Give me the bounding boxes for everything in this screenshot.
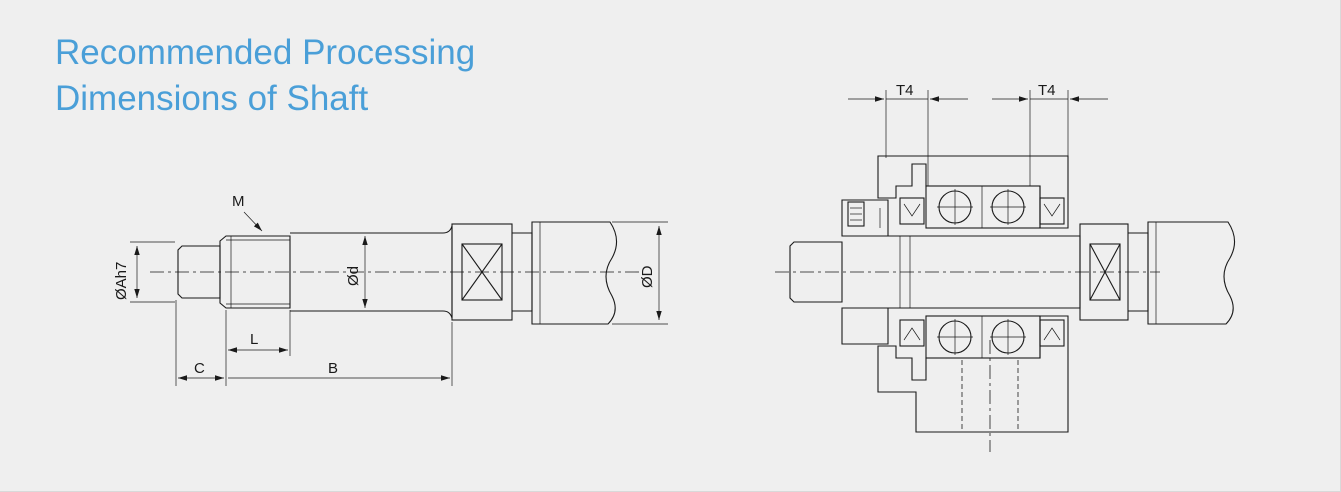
seal: [1039, 197, 1065, 225]
dimension-label-m: M: [232, 193, 245, 210]
shaft-thread-section: [219, 235, 291, 309]
shaft-screw-section: [531, 221, 618, 325]
dimension-label-t4-right: T4: [1038, 82, 1056, 99]
dimension-label-big-d: ØD: [639, 265, 656, 288]
set-screw: [847, 201, 865, 227]
dimension-label-d: Ød: [345, 266, 362, 286]
assembly-screw-section: [1147, 221, 1236, 325]
housing-upper: [877, 155, 1069, 229]
seal: [899, 197, 925, 225]
title-line-2: Dimensions of Shaft: [55, 79, 369, 118]
seal: [1039, 319, 1065, 347]
lock-nut-lower: [841, 307, 889, 345]
dimension-label-b: B: [328, 360, 338, 377]
assembly-wrench-flat: [1079, 223, 1129, 321]
dimension-label-l: L: [250, 331, 258, 348]
assembly-shaft-end: [789, 241, 843, 303]
support-unit-assembly: T4 T4: [775, 82, 1236, 452]
dimension-label-a: ØAh7: [113, 262, 130, 300]
dimension-label-c: C: [194, 360, 205, 377]
seal: [899, 319, 925, 347]
dimension-label-t4-left: T4: [896, 82, 914, 99]
shaft-drawing: M ØAh7 Ød ØD L C: [113, 193, 668, 386]
lock-nut-upper: [841, 199, 889, 237]
title-line-1: Recommended Processing: [55, 33, 476, 72]
page-title: Recommended Processing Dimensions of Sha…: [55, 30, 475, 122]
shaft-wrench-flat: [451, 223, 513, 321]
